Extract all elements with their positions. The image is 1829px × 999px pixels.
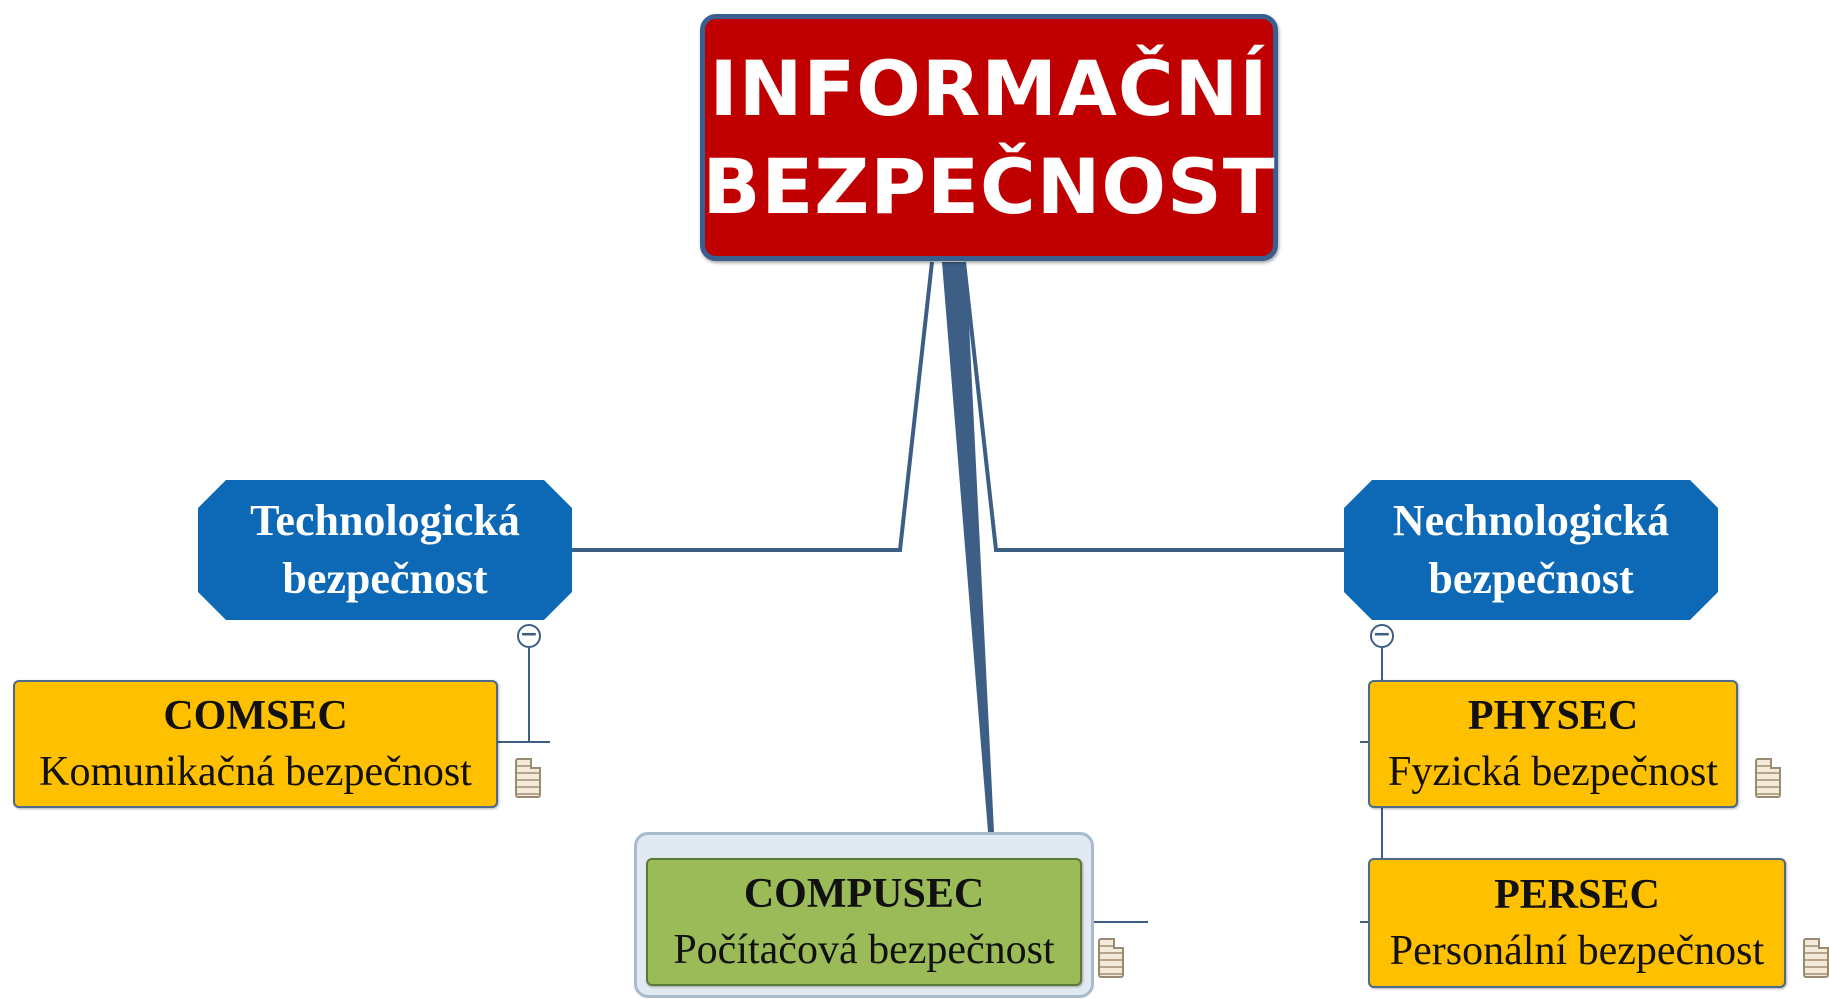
connector-root-nontechnological — [962, 261, 1344, 552]
branch-nontechnological-line1: Nechnologická — [1392, 496, 1670, 545]
collapse-technological-icon[interactable]: − — [517, 624, 541, 648]
topic-compusec-abbr: COMPUSEC — [743, 871, 985, 917]
connector-tech-comsec — [498, 648, 550, 743]
physec-note-icon[interactable] — [1755, 758, 1781, 798]
collapse-nontechnological-icon[interactable]: − — [1370, 624, 1394, 648]
topic-persec-abbr: PERSEC — [1494, 872, 1660, 918]
branch-technological-line1: Technologická — [250, 496, 520, 545]
compusec-note-icon[interactable] — [1098, 938, 1124, 978]
topic-comsec-abbr: COMSEC — [163, 693, 348, 739]
topic-comsec-name: Komunikačná bezpečnost — [39, 749, 472, 795]
connector-root-compusec — [942, 262, 994, 832]
topic-physec-abbr: PHYSEC — [1467, 693, 1639, 739]
branch-technological[interactable]: Technologická bezpečnost — [198, 480, 572, 620]
central-topic-line2: BEZPEČNOST — [702, 141, 1276, 231]
branch-technological-line2: bezpečnost — [282, 554, 488, 603]
topic-physec[interactable]: PHYSEC Fyzická bezpečnost — [1368, 680, 1738, 808]
topic-physec-name: Fyzická bezpečnost — [1387, 749, 1719, 795]
branch-nontechnological[interactable]: Nechnologická bezpečnost — [1344, 480, 1718, 620]
topic-persec[interactable]: PERSEC Personální bezpečnost — [1368, 858, 1786, 988]
comsec-note-icon[interactable] — [515, 758, 541, 798]
topic-persec-name: Personální bezpečnost — [1389, 928, 1765, 974]
connector-root-technological — [572, 261, 934, 552]
topic-comsec[interactable]: COMSEC Komunikačná bezpečnost — [13, 680, 498, 808]
topic-compusec-name: Počítačová bezpečnost — [673, 927, 1055, 973]
topic-compusec[interactable]: COMPUSEC Počítačová bezpečnost — [646, 858, 1082, 986]
persec-note-icon[interactable] — [1803, 938, 1829, 978]
central-topic[interactable]: INFORMAČNÍ BEZPEČNOST — [700, 14, 1278, 261]
central-topic-line1: INFORMAČNÍ — [709, 43, 1269, 133]
branch-nontechnological-line2: bezpečnost — [1428, 554, 1634, 603]
